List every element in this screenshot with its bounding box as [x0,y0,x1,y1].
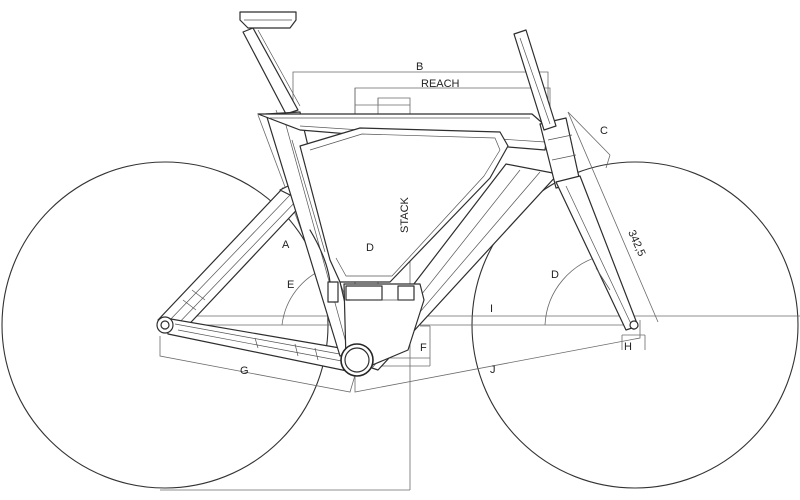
label-h: H [624,341,632,353]
label-i: I [490,303,493,315]
label-c: C [600,125,608,137]
label-f: F [420,342,427,354]
rear-dropout [156,316,174,334]
fork [555,175,639,331]
seat-post [239,11,301,115]
bottom-bracket-shell [340,283,425,377]
label-d-frame: D [366,242,374,254]
label-e: E [287,279,294,291]
label-b: B [416,61,423,73]
label-stack: STACK [399,196,411,233]
label-a: A [282,239,290,251]
dimension-b [292,71,549,124]
label-g: G [240,365,249,377]
dimension-j [354,320,641,393]
steerer-stem [513,29,557,131]
label-d-fork: D [551,269,559,281]
front-dropout [629,320,639,330]
label-j: J [490,364,496,376]
dimension-g [159,336,357,393]
dimension-stack [355,97,411,108]
label-reach: REACH [421,78,460,90]
seat-stay [157,184,309,337]
frame-storage-box [299,127,509,283]
chain-stay [164,317,353,373]
